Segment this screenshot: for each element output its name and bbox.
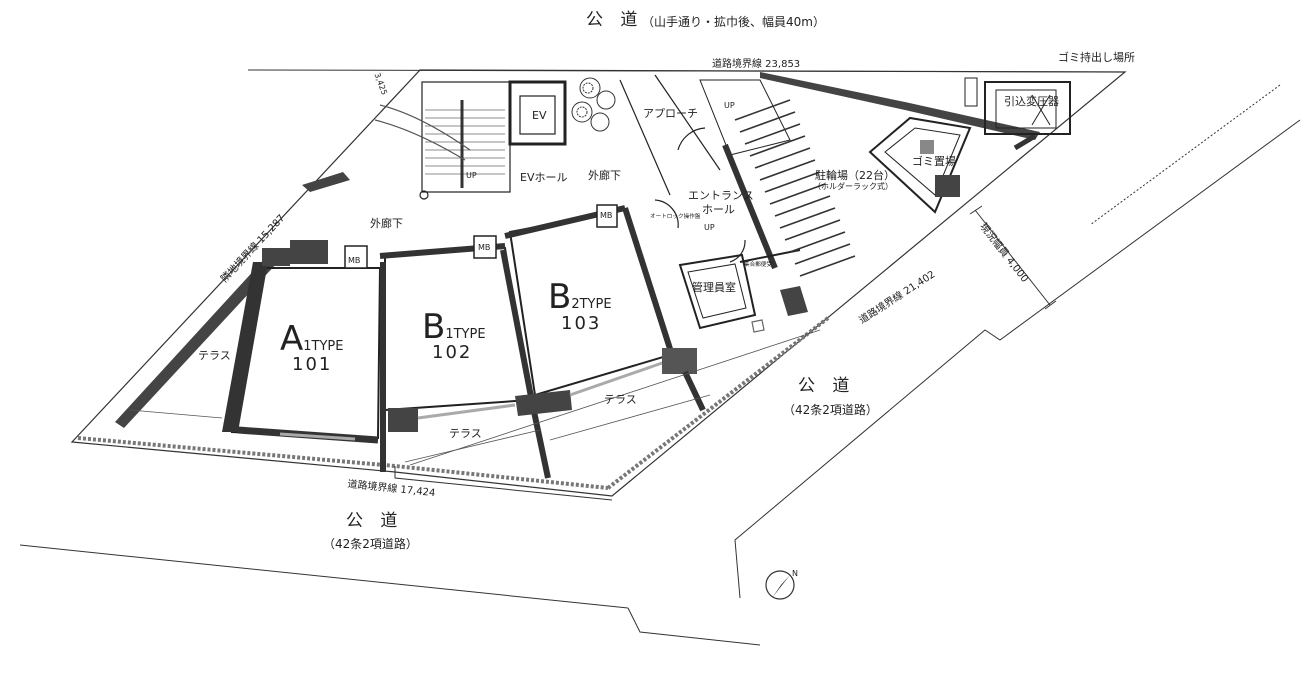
unit-b2-type: 2TYPE xyxy=(571,297,612,312)
unit-a1-number: 101 xyxy=(292,354,333,375)
unit-b2-103 xyxy=(504,204,706,479)
trees xyxy=(571,77,616,132)
mb-label-3: MB xyxy=(600,211,613,220)
bicycle-racks xyxy=(734,99,856,277)
north-compass xyxy=(765,570,795,600)
manager-room-label: 管理員室 xyxy=(692,281,736,294)
entrance-label-2: ホール xyxy=(702,203,735,216)
mb-label-2: MB xyxy=(478,243,491,252)
bicycle-parking-label: 駐輪場（22台） xyxy=(815,169,895,182)
corridor-label-2: 外廊下 xyxy=(588,169,621,182)
unit-b2-letter: B xyxy=(548,277,572,317)
south-road-name: 公 道 xyxy=(346,511,404,531)
autolock-label: オートロック操作盤 xyxy=(650,213,701,220)
unit-a1-type: 1TYPE xyxy=(303,339,344,354)
up-label-3: UP xyxy=(704,223,715,232)
approach-label: アプローチ xyxy=(643,107,698,120)
mailbox-label: 集合郵便受 xyxy=(744,261,772,268)
terrace-label-3: テラス xyxy=(604,393,637,406)
terrace-label-1: テラス xyxy=(198,349,231,362)
unit-a1-101 xyxy=(222,240,382,444)
stair-ev-core xyxy=(374,80,567,200)
south-road-note: （42条2項道路） xyxy=(323,537,418,551)
north-road-name: 公 道 xyxy=(586,10,644,30)
width-dimension xyxy=(969,205,1057,310)
unit-b1-letter: B xyxy=(422,307,446,347)
terrace-lines xyxy=(129,329,821,466)
transformer-label: 引込変圧器 xyxy=(1004,95,1059,108)
mb-label-1: MB xyxy=(348,256,361,265)
west-wall xyxy=(115,172,350,428)
southeast-road-name: 公 道 xyxy=(798,376,856,396)
unit-b2-label: B2TYPE xyxy=(548,280,612,314)
up-label-1: UP xyxy=(466,171,477,180)
southeast-road-note: （42条2項道路） xyxy=(783,403,878,417)
north-road-note: （山手通り・拡巾後、幅員40m） xyxy=(642,15,825,29)
unit-b1-type: 1TYPE xyxy=(445,327,486,342)
site-outline xyxy=(70,69,1127,501)
terrace-label-2: テラス xyxy=(449,427,482,440)
unit-a1-letter: A xyxy=(280,319,304,359)
unit-b1-label: B1TYPE xyxy=(422,310,486,344)
unit-b2-number: 103 xyxy=(561,313,602,334)
compass-north-label: N xyxy=(792,569,798,578)
north-boundary-label: 道路境界線 23,853 xyxy=(712,59,801,70)
ev-hall-label: EVホール xyxy=(520,171,568,184)
trash-area-label: ゴミ置場 xyxy=(912,155,956,168)
unit-b1-number: 102 xyxy=(432,342,473,363)
entrance-label-1: エントランス xyxy=(688,189,754,202)
unit-a1-label: A1TYPE xyxy=(280,322,343,356)
bicycle-parking-note: （ホルダーラック式） xyxy=(813,182,893,191)
north-structures xyxy=(760,72,1071,316)
corridor-label-1: 外廊下 xyxy=(370,217,403,230)
up-label-2: UP xyxy=(724,101,735,110)
trash-out-label: ゴミ持出し場所 xyxy=(1058,51,1135,64)
ev-label: EV xyxy=(532,109,547,122)
